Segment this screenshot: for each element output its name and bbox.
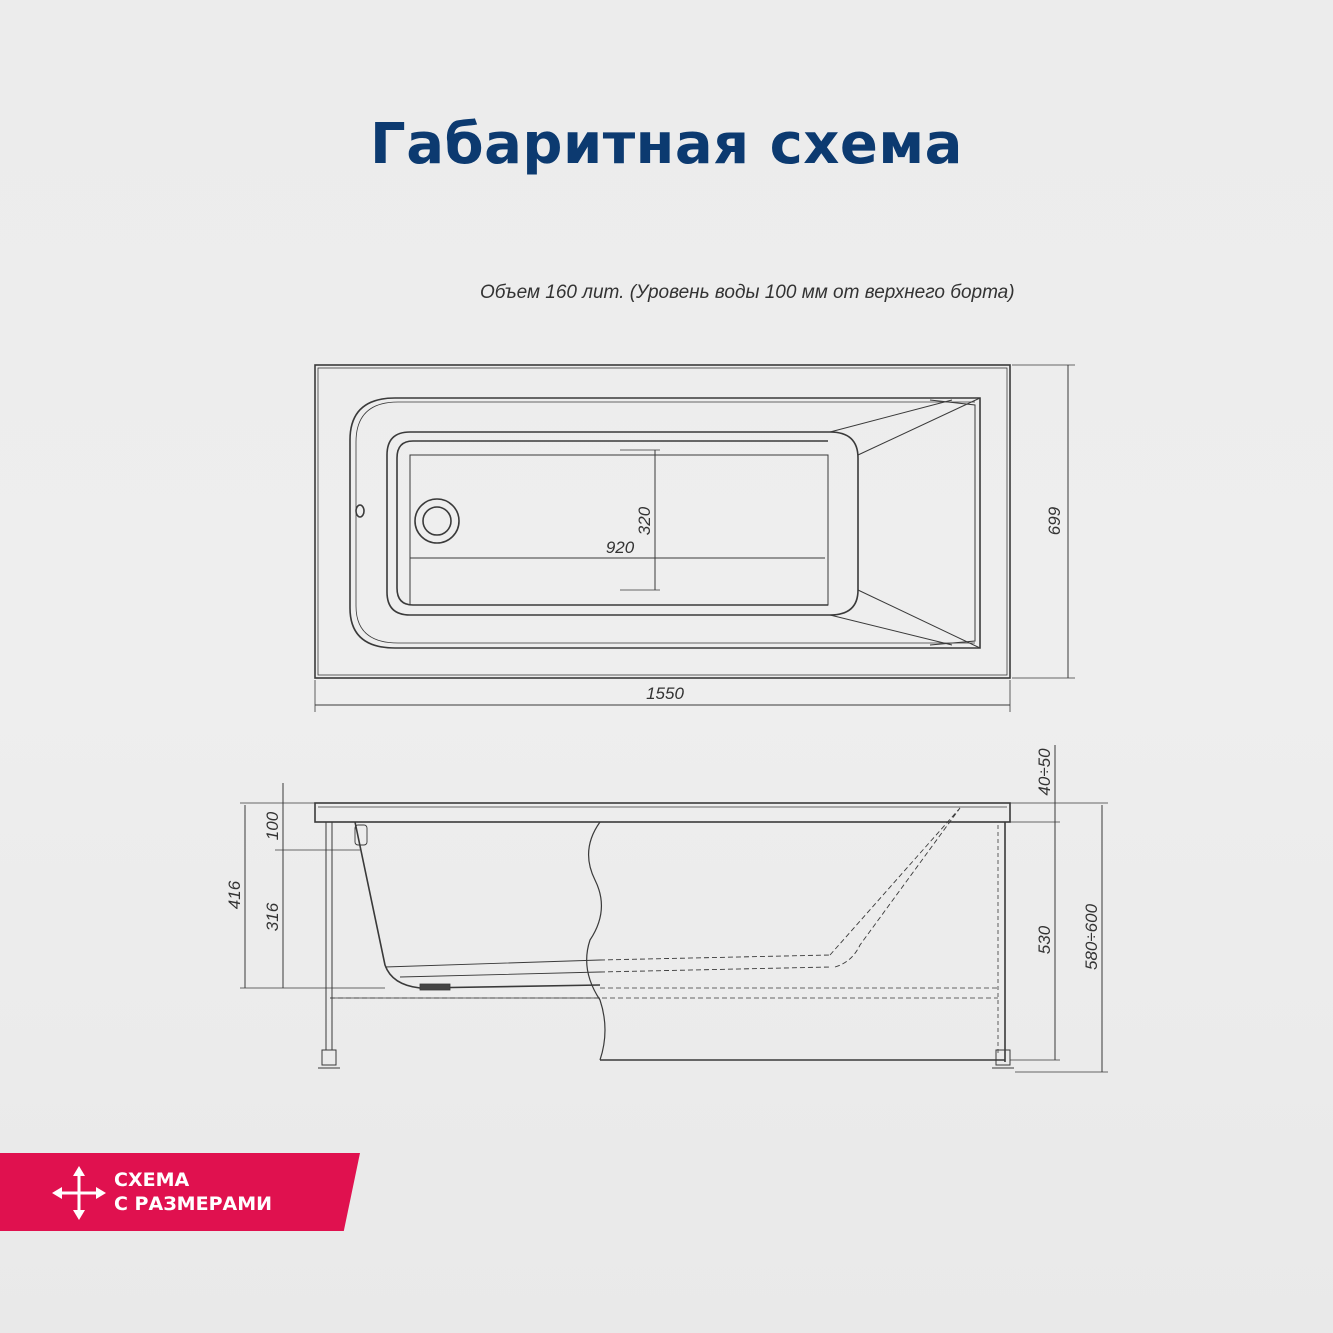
top-view (314, 364, 1075, 712)
side-view (240, 745, 1108, 1073)
leg-right (992, 1049, 1014, 1069)
dim-total-depth: 416 (225, 880, 244, 909)
dim-leg-adjust: 40÷50 (1035, 748, 1054, 796)
top-backrest (829, 431, 859, 616)
dim-water-depth: 316 (263, 902, 282, 931)
badge-line2: С РАЗМЕРАМИ (114, 1193, 273, 1215)
volume-note: Объем 160 лит. (Уровень воды 100 мм от в… (480, 282, 1015, 303)
badge-line1: СХЕМА (114, 1169, 190, 1191)
dim-panel-height: 530 (1035, 925, 1054, 954)
drain-icon (422, 506, 452, 536)
dim-water-gap: 100 (263, 811, 282, 840)
leg-left (325, 822, 333, 1050)
top-inner-rim (349, 397, 981, 649)
side-panel (600, 822, 1006, 1062)
dim-total-height: 580÷600 (1082, 903, 1101, 970)
top-outer-rim (314, 364, 1011, 679)
dim-length: 1550 (646, 684, 684, 703)
side-basin-profile (354, 821, 601, 989)
move-arrows-icon (52, 1166, 106, 1220)
dimensions-badge: СХЕМА С РАЗМЕРАМИ (0, 1153, 360, 1231)
page-title: Габаритная схема (370, 112, 963, 177)
break-line (586, 821, 606, 1061)
dim-inner-width: 320 (635, 506, 654, 535)
top-basin (386, 431, 830, 616)
dim-width: 699 (1045, 506, 1064, 535)
dim-inner-length: 920 (606, 538, 635, 557)
side-rim (314, 802, 1011, 823)
